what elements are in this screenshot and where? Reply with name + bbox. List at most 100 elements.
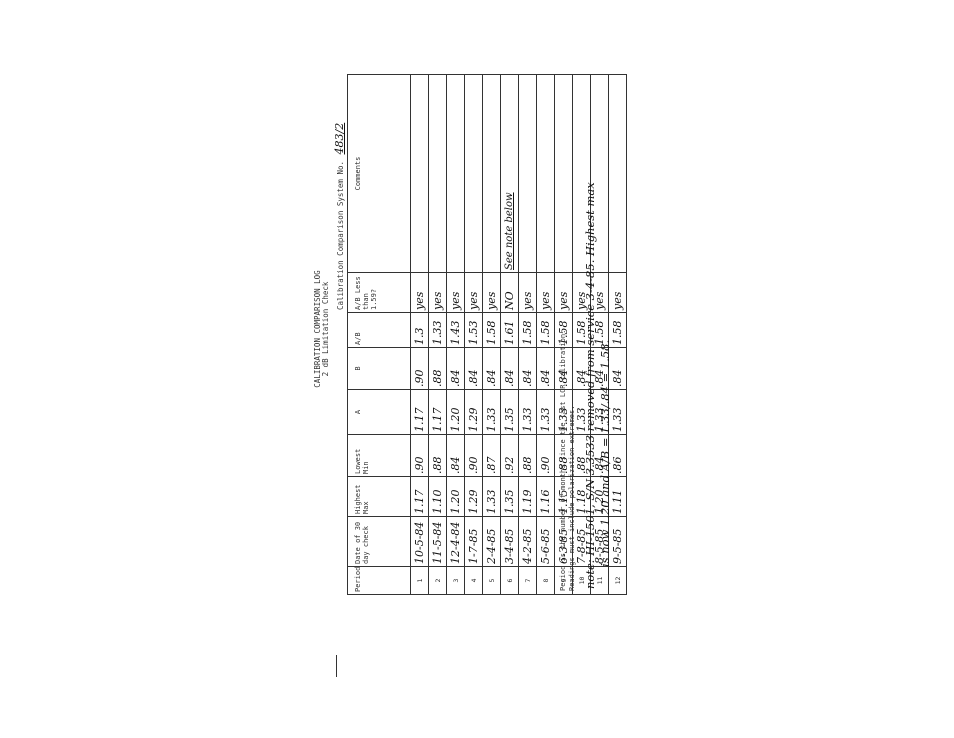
lowest-min-cell: .88 — [518, 434, 537, 477]
footnote-readings: Readings must include polarization extre… — [568, 405, 576, 591]
date-cell: 11-5-84 — [428, 516, 447, 567]
ab-less-cell: yes — [410, 272, 429, 313]
a-cell: 1.33 — [482, 389, 501, 435]
date-cell: 1-7-85 — [464, 516, 483, 567]
table-header-row: Period Date of 30 day check Highest Max … — [347, 74, 411, 595]
ab-cell: 1.58 — [536, 312, 555, 348]
b-cell: .84 — [464, 347, 483, 390]
b-cell: .88 — [428, 347, 447, 390]
a-cell: 1.29 — [464, 389, 483, 435]
date-cell: 4-2-85 — [518, 516, 537, 567]
ab-less-cell: yes — [518, 272, 537, 313]
ab-cell: 1.58 — [518, 312, 537, 348]
system-number: 483/2 — [333, 122, 346, 155]
comments-cell — [464, 74, 483, 273]
header-lowest-min: Lowest Min — [347, 434, 411, 477]
header-b: B — [347, 347, 411, 390]
ab-less-cell: NO — [500, 272, 519, 313]
ab-cell: 1.43 — [446, 312, 465, 348]
header-a: A — [347, 389, 411, 435]
b-cell: .84 — [500, 347, 519, 390]
log-subtitle: 2 dB Limitation Check — [321, 281, 330, 377]
a-cell: 1.35 — [500, 389, 519, 435]
comments-cell — [410, 74, 429, 273]
lowest-min-cell: .90 — [536, 434, 555, 477]
date-cell: 5-6-85 — [536, 516, 555, 567]
lowest-min-cell: .90 — [410, 434, 429, 477]
lowest-min-cell: .84 — [446, 434, 465, 477]
period-cell: 8 — [536, 566, 555, 595]
a-cell: 1.17 — [410, 389, 429, 435]
header-period: Period — [347, 566, 411, 595]
ab-less-cell: yes — [608, 272, 627, 313]
header-ab: A/B — [347, 312, 411, 348]
period-cell: 2 — [428, 566, 447, 595]
header-highest-max: Highest Max — [347, 476, 411, 517]
ab-cell: 1.53 — [464, 312, 483, 348]
header-date: Date of 30 day check — [347, 516, 411, 567]
lowest-min-cell: .90 — [464, 434, 483, 477]
lowest-min-cell: .87 — [482, 434, 501, 477]
lowest-min-cell: .92 — [500, 434, 519, 477]
highest-max-cell: 1.10 — [428, 476, 447, 517]
b-cell: .84 — [446, 347, 465, 390]
comments-cell — [536, 74, 555, 273]
highest-max-cell: 1.16 — [536, 476, 555, 517]
highest-max-cell: 1.29 — [464, 476, 483, 517]
a-cell: 1.33 — [518, 389, 537, 435]
b-cell: .84 — [482, 347, 501, 390]
period-cell: 6 — [500, 566, 519, 595]
period-cell: 12 — [608, 566, 627, 595]
period-cell: 5 — [482, 566, 501, 595]
b-cell: .90 — [410, 347, 429, 390]
a-cell: 1.20 — [446, 389, 465, 435]
system-label: Calibration Comparison System No. — [336, 160, 345, 310]
comments-cell — [608, 74, 627, 273]
handwritten-note-line-1: note: HI-1501, S/N 3.3533 removed from s… — [583, 182, 597, 589]
comments-cell — [518, 74, 537, 273]
margin-mark — [336, 655, 337, 677]
comments-cell — [554, 74, 573, 273]
a-cell: 1.17 — [428, 389, 447, 435]
ab-less-cell: yes — [428, 272, 447, 313]
period-cell: 7 — [518, 566, 537, 595]
highest-max-cell: 1.17 — [410, 476, 429, 517]
ab-cell: 1.58 — [482, 312, 501, 348]
b-cell: .84 — [518, 347, 537, 390]
ab-less-cell: yes — [482, 272, 501, 313]
period-cell: 3 — [446, 566, 465, 595]
date-cell: 10-5-84 — [410, 516, 429, 567]
handwritten-note-line-2: is now 1.20 and A/B = 1.33/.84 = 1.58. — [598, 339, 612, 567]
period-cell: 1 — [410, 566, 429, 595]
header-comments: Comments — [347, 74, 411, 273]
date-cell: 3-4-85 — [500, 516, 519, 567]
ab-less-cell: yes — [446, 272, 465, 313]
highest-max-cell: 1.35 — [500, 476, 519, 517]
rotated-log-sheet: CALIBRATION COMPARISON LOG 2 dB Limitati… — [313, 63, 633, 595]
highest-max-cell: 1.20 — [446, 476, 465, 517]
a-cell: 1.33 — [536, 389, 555, 435]
system-number-line: Calibration Comparison System No. 483/2 — [333, 123, 346, 310]
lowest-min-cell: .88 — [428, 434, 447, 477]
ab-less-cell: yes — [464, 272, 483, 313]
ab-less-cell: yes — [554, 272, 573, 313]
comments-cell: See note below — [500, 74, 519, 273]
comments-cell — [446, 74, 465, 273]
ab-cell: 1.3 — [410, 312, 429, 348]
date-cell: 12-4-84 — [446, 516, 465, 567]
period-cell: 4 — [464, 566, 483, 595]
highest-max-cell: 1.19 — [518, 476, 537, 517]
date-cell: 2-4-85 — [482, 516, 501, 567]
ab-cell: 1.33 — [428, 312, 447, 348]
header-ab-less: A/B Less than 1.59? — [347, 272, 411, 313]
ab-cell: 1.61 — [500, 312, 519, 348]
comments-cell — [482, 74, 501, 273]
